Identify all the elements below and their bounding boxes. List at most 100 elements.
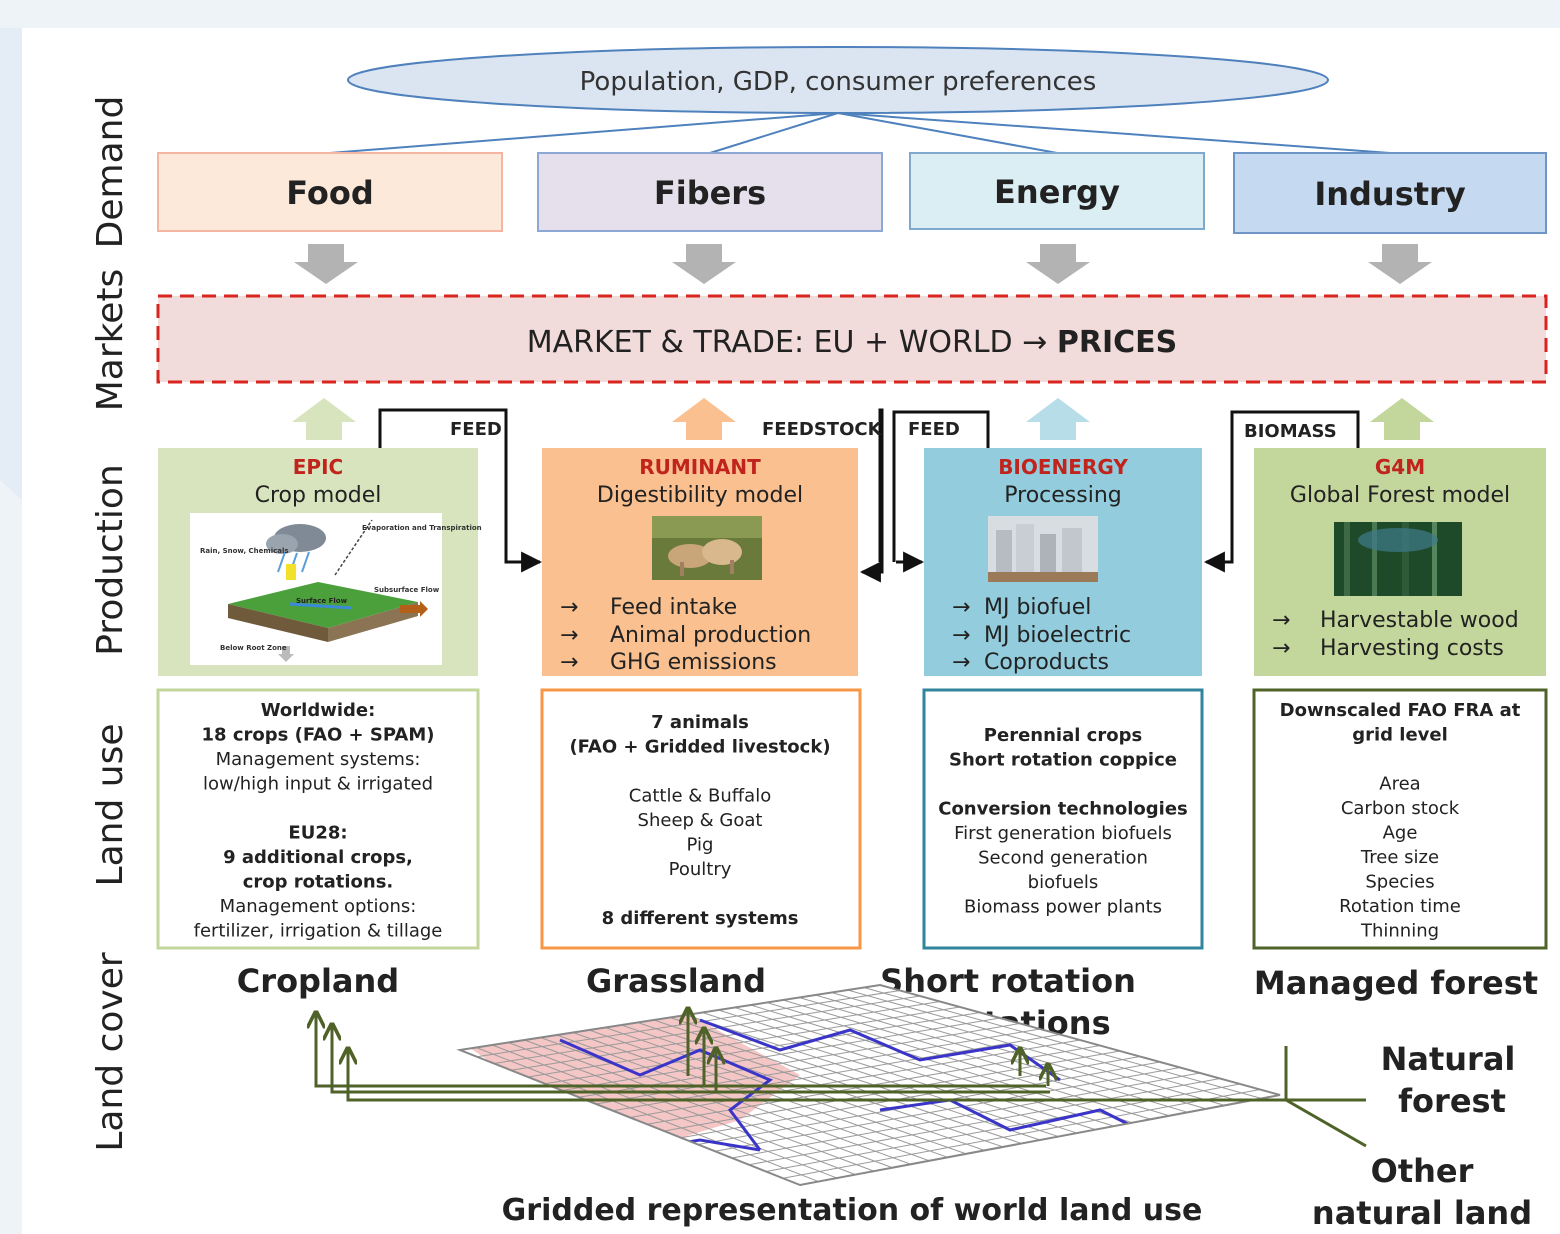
grid-line [731, 1072, 1201, 1159]
land-use-box-energy [922, 688, 1204, 950]
land-use-line: Cattle & Buffalo [629, 786, 771, 807]
land-use-line: Perennial crops [984, 725, 1142, 746]
ruminant-output-ghg-emissions: GHG emissions [610, 650, 777, 675]
demand-industry-label: Industry [1314, 175, 1466, 213]
land-use-line: biofuels [1028, 872, 1099, 893]
ruminant-output-arrow: → [560, 650, 578, 675]
epic-label-subsurface-flow: Subsurface Flow [374, 586, 440, 594]
land-use-line: crop rotations. [243, 872, 394, 893]
land-use-line: Conversion technologies [938, 799, 1188, 820]
grid-line [680, 1056, 1141, 1139]
grid-line [561, 1017, 1001, 1091]
land-use-line: 7 animals [651, 712, 749, 733]
epic-label-below-root-zone: Below Root Zone [220, 644, 287, 652]
flow-connectors [378, 408, 1360, 583]
row-label-markets: Markets [90, 269, 131, 412]
grid-caption: Gridded representation of world land use [502, 1193, 1203, 1228]
grid-line [782, 1089, 1261, 1179]
feed-arrow-bioenergy [892, 410, 990, 562]
demand-to-market-arrows [294, 244, 1432, 284]
land-cover-forest: forest [1398, 1082, 1506, 1120]
land-use-box-cropland [156, 688, 480, 950]
g4m-outputs: → Harvestable wood → Harvesting costs [1272, 608, 1519, 661]
land-use-line: Downscaled FAO FRA at [1280, 700, 1521, 721]
demand-fibers-label: Fibers [654, 174, 766, 212]
production-to-market-arrows [292, 398, 1434, 440]
land-cover-cropland: Cropland [237, 962, 399, 1000]
g4m-model-name: G4M [1375, 455, 1425, 479]
top-band [0, 0, 1560, 28]
demand-drivers-text: Population, GDP, consumer preferences [580, 67, 1097, 97]
bioenergy-output-arrow: → [952, 650, 970, 675]
market-trade-text: MARKET & TRADE: EU + WORLD → PRICES [527, 325, 1178, 360]
ruminant-outputs: → Feed intake → Animal production → GHG … [560, 595, 811, 675]
land-use-line: Poultry [669, 859, 732, 880]
land-use-line: grid level [1352, 725, 1448, 746]
cattle-photo [652, 516, 762, 580]
land-use-line: Second generation [978, 848, 1148, 869]
land-cover-short-rotation: Short rotation [880, 962, 1136, 1000]
forest-photo [1334, 522, 1462, 596]
grid-line [629, 1039, 1081, 1118]
land-use-line: Age [1383, 823, 1418, 844]
land-use-line: Rotation time [1339, 896, 1461, 917]
epic-label-evapotranspiration: Evaporation and Transpiration [362, 524, 482, 532]
market-prices-label: PRICES [1057, 325, 1177, 360]
biorefinery-photo [988, 516, 1098, 582]
g4m-output-arrow: → [1272, 636, 1290, 661]
demand-energy-label: Energy [994, 173, 1120, 211]
g4m-model-subtitle: Global Forest model [1290, 483, 1510, 508]
epic-model-subtitle: Crop model [255, 483, 382, 508]
biomass-arrow [1203, 410, 1360, 573]
land-use-line: Tree size [1360, 847, 1439, 868]
row-label-production: Production [90, 464, 131, 656]
g4m-output-harvesting-costs: Harvesting costs [1320, 636, 1504, 661]
epic-crop-model-illustration: Rain, Snow, Chemicals Evaporation and Tr… [190, 513, 482, 665]
land-use-line: Carbon stock [1341, 798, 1460, 819]
land-use-line: low/high input & irrigated [203, 774, 433, 795]
land-cover-other: Other [1371, 1152, 1474, 1190]
land-use-line: 18 crops (FAO + SPAM) [202, 725, 435, 746]
land-use-line: 8 different systems [602, 908, 799, 929]
bioenergy-output-arrow: → [952, 595, 970, 620]
ruminant-output-arrow: → [560, 595, 578, 620]
land-use-line: fertilizer, irrigation & tillage [194, 921, 443, 942]
ruminant-output-feed-intake: Feed intake [610, 595, 737, 620]
row-label-land-use: Land use [90, 724, 131, 887]
bioenergy-output-coproducts: Coproducts [984, 650, 1109, 675]
land-use-line: 9 additional crops, [223, 847, 413, 868]
bioenergy-model-subtitle: Processing [1004, 483, 1121, 508]
land-use-line: Sheep & Goat [638, 810, 763, 831]
grid-line [527, 1006, 961, 1078]
epic-model-name: EPIC [293, 455, 343, 479]
feedstock-arrow [859, 408, 884, 583]
land-use-box-livestock [540, 688, 862, 950]
epic-label-precipitation: Rain, Snow, Chemicals [200, 547, 289, 555]
demand-drivers-ellipse: Population, GDP, consumer preferences [347, 46, 1329, 114]
g4m-output-arrow: → [1272, 608, 1290, 633]
g4m-output-harvestable-wood: Harvestable wood [1320, 608, 1519, 633]
ruminant-output-arrow: → [560, 623, 578, 648]
land-use-line: Management systems: [216, 749, 421, 770]
left-band [0, 28, 22, 500]
demand-box-food: Food [157, 152, 503, 232]
grid-line [612, 1034, 1061, 1112]
land-use-line: Species [1365, 872, 1434, 893]
land-use-line: First generation biofuels [954, 823, 1172, 844]
land-use-line: Biomass power plants [964, 897, 1162, 918]
land-cover-managed-forest: Managed forest [1254, 964, 1538, 1002]
market-trade-label: MARKET & TRADE: EU + WORLD → [527, 325, 1048, 360]
demand-box-industry: Industry [1233, 152, 1547, 234]
grid-line [510, 1001, 941, 1071]
flow-label-feed-1: FEED [450, 419, 502, 440]
land-cover-natural: Natural [1381, 1040, 1516, 1078]
demand-connectors [329, 112, 1391, 154]
demand-box-fibers: Fibers [537, 152, 883, 232]
demand-box-energy: Energy [909, 152, 1205, 230]
bioenergy-outputs: → MJ biofuel → MJ bioelectric → Coproduc… [952, 595, 1131, 675]
land-use-line: EU28: [288, 823, 347, 844]
land-use-line: Short rotation coppice [949, 750, 1177, 771]
bioenergy-output-bioelectric: MJ bioelectric [984, 623, 1131, 648]
land-use-line: (FAO + Gridded livestock) [569, 737, 830, 758]
